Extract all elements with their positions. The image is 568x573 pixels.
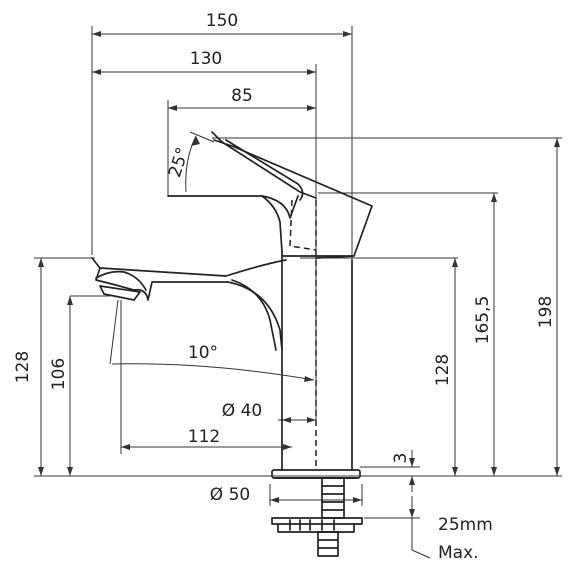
- label-aerator-height: 106: [49, 358, 69, 390]
- faucet-outline: [91, 131, 373, 557]
- dimension-lines: [34, 26, 562, 559]
- label-max: Max.: [438, 543, 479, 563]
- dimension-labels: 150 130 85 25° 10° Ø 40 112 Ø 50 128 106…: [13, 11, 556, 563]
- label-outlet-reach: 112: [188, 427, 220, 447]
- label-lever-height: 165,5: [473, 296, 493, 345]
- label-overall-width: 150: [206, 11, 238, 31]
- label-spout-height-right: 128: [433, 354, 453, 386]
- label-total-height: 198: [536, 296, 556, 328]
- label-body-diameter: Ø 40: [222, 401, 262, 421]
- label-spout-angle: 10°: [188, 343, 218, 363]
- label-lever-angle: 25°: [165, 145, 193, 180]
- label-max-deck-thickness: 25mm: [438, 515, 493, 535]
- label-lever-reach: 85: [231, 86, 253, 106]
- label-base-thickness: 3: [391, 453, 411, 464]
- label-base-diameter: Ø 50: [210, 485, 250, 505]
- label-spout-reach: 130: [190, 49, 222, 69]
- label-spout-height-left: 128: [13, 351, 33, 383]
